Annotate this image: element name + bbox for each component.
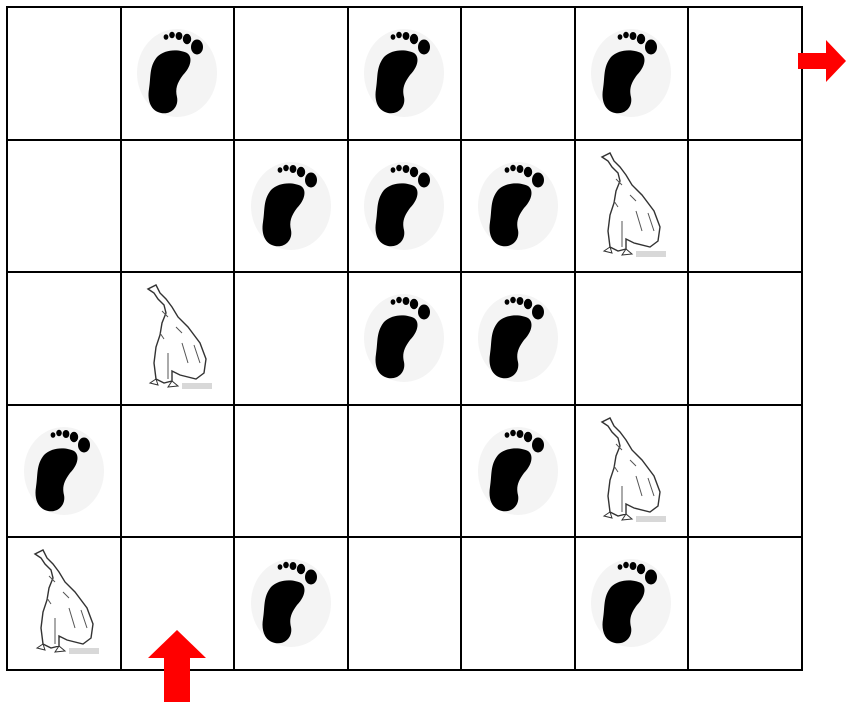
howling-wolf-icon [138,283,216,393]
footprint-icon [589,27,673,119]
board-cell[interactable] [576,8,690,141]
board-cell[interactable] [576,538,690,671]
footprint-icon [249,160,333,252]
board-cell[interactable] [349,273,463,406]
board-cell[interactable] [462,141,576,274]
board-cell[interactable] [462,273,576,406]
footprint-icon [249,557,333,649]
board-cell[interactable] [349,8,463,141]
footprint-icon [589,557,673,649]
board-cell[interactable] [235,273,349,406]
footprint-icon [135,27,219,119]
footprint-icon [362,27,446,119]
board-cell[interactable] [235,141,349,274]
board-cell[interactable] [8,406,122,539]
board-cell[interactable] [689,8,803,141]
game-board [6,6,803,671]
board-cell[interactable] [462,406,576,539]
board-cell[interactable] [122,273,236,406]
board-cell[interactable] [576,273,690,406]
board-cell[interactable] [122,8,236,141]
board-cell[interactable] [689,406,803,539]
footprint-icon [476,160,560,252]
board-cell[interactable] [689,141,803,274]
board-cell[interactable] [689,273,803,406]
board-cell[interactable] [235,538,349,671]
footprint-icon [476,292,560,384]
board-cell[interactable] [349,141,463,274]
board-cell[interactable] [349,538,463,671]
howling-wolf-icon [25,548,103,658]
howling-wolf-icon [592,416,670,526]
footprint-icon [476,425,560,517]
board-cell[interactable] [8,141,122,274]
board-cell[interactable] [122,141,236,274]
board-cell[interactable] [462,538,576,671]
board-cell[interactable] [576,406,690,539]
entry-arrow-icon [146,628,208,704]
board-cell[interactable] [8,273,122,406]
board-cell[interactable] [576,141,690,274]
board-cell[interactable] [235,8,349,141]
howling-wolf-icon [592,151,670,261]
board-cell[interactable] [8,8,122,141]
board-cell[interactable] [349,406,463,539]
board-cell[interactable] [689,538,803,671]
board-cell[interactable] [235,406,349,539]
board-cell[interactable] [8,538,122,671]
footprint-icon [362,292,446,384]
footprint-icon [22,425,106,517]
board-cell[interactable] [122,406,236,539]
exit-arrow-icon [796,38,848,84]
board-cell[interactable] [462,8,576,141]
footprint-icon [362,160,446,252]
